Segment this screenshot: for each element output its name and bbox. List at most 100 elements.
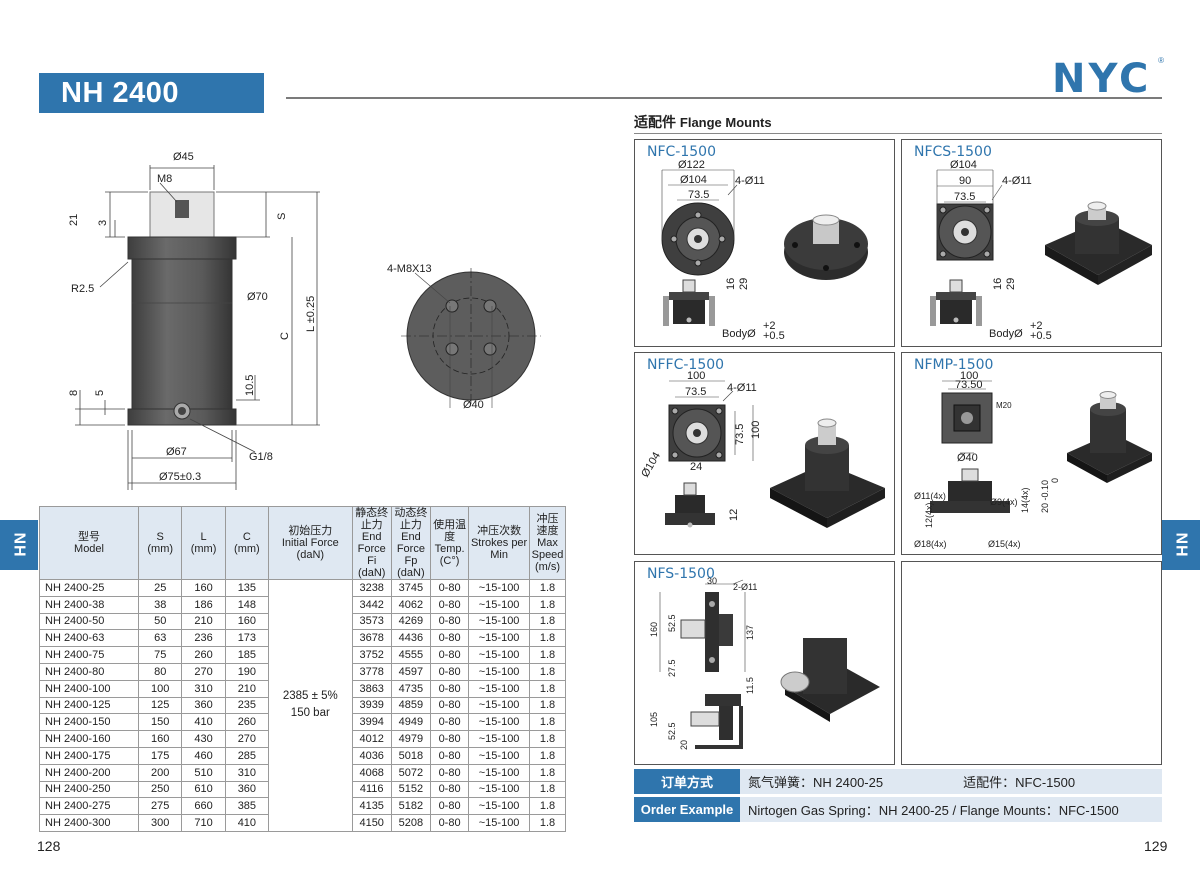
- cell-c: 190: [224, 662, 270, 681]
- cell-l: 236: [181, 629, 226, 648]
- cell-speed: 1.8: [529, 797, 566, 816]
- cell-c: 410: [224, 814, 270, 832]
- nfcs-dim-holes: 4-Ø11: [1002, 175, 1032, 187]
- nffc-drawing: 100 73.5 4-Ø11 73.5 100 Ø104 24 12: [639, 370, 885, 528]
- nfs-dim-20: 20: [679, 740, 689, 750]
- cell-fi: 4036: [351, 746, 392, 765]
- cell-speed: 1.8: [529, 696, 566, 715]
- cell-s: 80: [138, 662, 183, 681]
- dim-d67: Ø67: [166, 446, 187, 458]
- nfc-dim-body: BodyØ: [722, 328, 756, 340]
- nfmp-dim-m20: M20: [996, 401, 1012, 410]
- side-tab-left-label: NH: [10, 532, 28, 558]
- cell-fi: 3442: [351, 595, 392, 614]
- cell-fi: 4135: [351, 797, 392, 816]
- header-s: S(mm): [138, 506, 183, 580]
- cell-s: 300: [138, 814, 183, 832]
- nfmp-dim-d9: Ø9(4x): [990, 497, 1018, 507]
- nfc-dim-tol-plus: +2: [763, 320, 776, 332]
- dim-l: L ±0.25: [305, 296, 317, 332]
- cell-s: 250: [138, 780, 183, 799]
- cell-fp: 4979: [390, 730, 432, 748]
- cell-temp: 0-80: [429, 595, 470, 614]
- cell-fp: 4062: [390, 595, 432, 614]
- cell-model: NH 2400-25: [38, 579, 140, 597]
- page-number-left: 128: [37, 838, 61, 854]
- cell-spm: ~15-100: [468, 780, 531, 799]
- cell-c: 135: [224, 579, 270, 597]
- dim-m8: M8: [157, 173, 172, 185]
- cell-speed: 1.8: [529, 679, 566, 698]
- order-method-value: 氮气弹簧：NH 2400-25 适配件：NFC-1500: [740, 769, 1162, 794]
- nfmp-dim-d40: Ø40: [957, 452, 978, 464]
- cell-fp: 5152: [390, 780, 432, 799]
- cell-l: 660: [181, 797, 226, 816]
- nfs-dim-11-5: 11.5: [745, 677, 755, 694]
- nfmp-dim-73-50: 73.50: [955, 379, 983, 391]
- cell-fp: 3745: [390, 579, 432, 597]
- nfmp-dim-d11: Ø11(4x): [914, 491, 946, 501]
- cell-fi: 3863: [351, 679, 392, 698]
- cell-model: NH 2400-300: [38, 814, 140, 832]
- dim-s: S: [276, 213, 288, 220]
- cell-s: 38: [138, 595, 183, 614]
- cell-temp: 0-80: [429, 696, 470, 715]
- panel-nfs-1500: NFS-1500 30 2-Ø11 160 52.5 27.5 137 11.5…: [634, 561, 895, 765]
- nfmp-dim-12: 12(4x): [924, 502, 934, 528]
- dim-holes-4-m8x13: 4-M8X13: [387, 263, 432, 275]
- cell-spm: ~15-100: [468, 696, 531, 715]
- cell-fi: 3994: [351, 713, 392, 732]
- cell-model: NH 2400-150: [38, 713, 140, 732]
- cell-temp: 0-80: [429, 797, 470, 816]
- cell-fp: 4735: [390, 679, 432, 698]
- nffc-dim-73-5: 73.5: [685, 386, 706, 398]
- cell-fi: 3573: [351, 612, 392, 631]
- cell-c: 285: [224, 746, 270, 765]
- page-number-right: 129: [1144, 838, 1168, 854]
- nffc-dim-holes: 4-Ø11: [727, 382, 757, 394]
- cell-l: 460: [181, 746, 226, 765]
- nfs-dim-holes: 2-Ø11: [733, 582, 757, 592]
- nfcs-dim-73-5: 73.5: [954, 191, 975, 203]
- cell-speed: 1.8: [529, 763, 566, 782]
- cell-fp: 4436: [390, 629, 432, 648]
- dim-c: C: [279, 332, 291, 340]
- cell-model: NH 2400-50: [38, 612, 140, 631]
- cell-initial-force: 2385 ± 5%150 bar: [268, 579, 353, 832]
- cell-temp: 0-80: [429, 763, 470, 782]
- cell-fi: 3778: [351, 662, 392, 681]
- cell-temp: 0-80: [429, 780, 470, 799]
- cell-model: NH 2400-63: [38, 629, 140, 648]
- cell-temp: 0-80: [429, 746, 470, 765]
- cell-speed: 1.8: [529, 746, 566, 765]
- gas-spring-side-view: Ø45 M8 21 3 S C L ±0.25 R2.5 Ø70 10.5 8 …: [68, 151, 320, 490]
- nfc-dim-holes: 4-Ø11: [735, 175, 765, 187]
- nfcs-dim-body: BodyØ: [989, 328, 1023, 340]
- cell-s: 50: [138, 612, 183, 631]
- cell-fp: 4949: [390, 713, 432, 732]
- cell-spm: ~15-100: [468, 679, 531, 698]
- nfcs-dim-16: 16: [992, 278, 1004, 290]
- flange-mounts-heading-en: Flange Mounts: [679, 115, 772, 130]
- cell-fp: 4597: [390, 662, 432, 681]
- cell-temp: 0-80: [429, 579, 470, 597]
- cell-s: 160: [138, 730, 183, 748]
- cell-fi: 3238: [351, 579, 392, 597]
- dim-d70: Ø70: [247, 291, 268, 303]
- cell-model: NH 2400-80: [38, 662, 140, 681]
- product-title: NH 2400: [61, 77, 179, 109]
- dim-d40: Ø40: [463, 399, 484, 411]
- header-rule: [286, 97, 1162, 99]
- header-c: C(mm): [224, 506, 270, 580]
- dim-21: 21: [68, 214, 80, 226]
- cell-temp: 0-80: [429, 629, 470, 648]
- cell-c: 160: [224, 612, 270, 631]
